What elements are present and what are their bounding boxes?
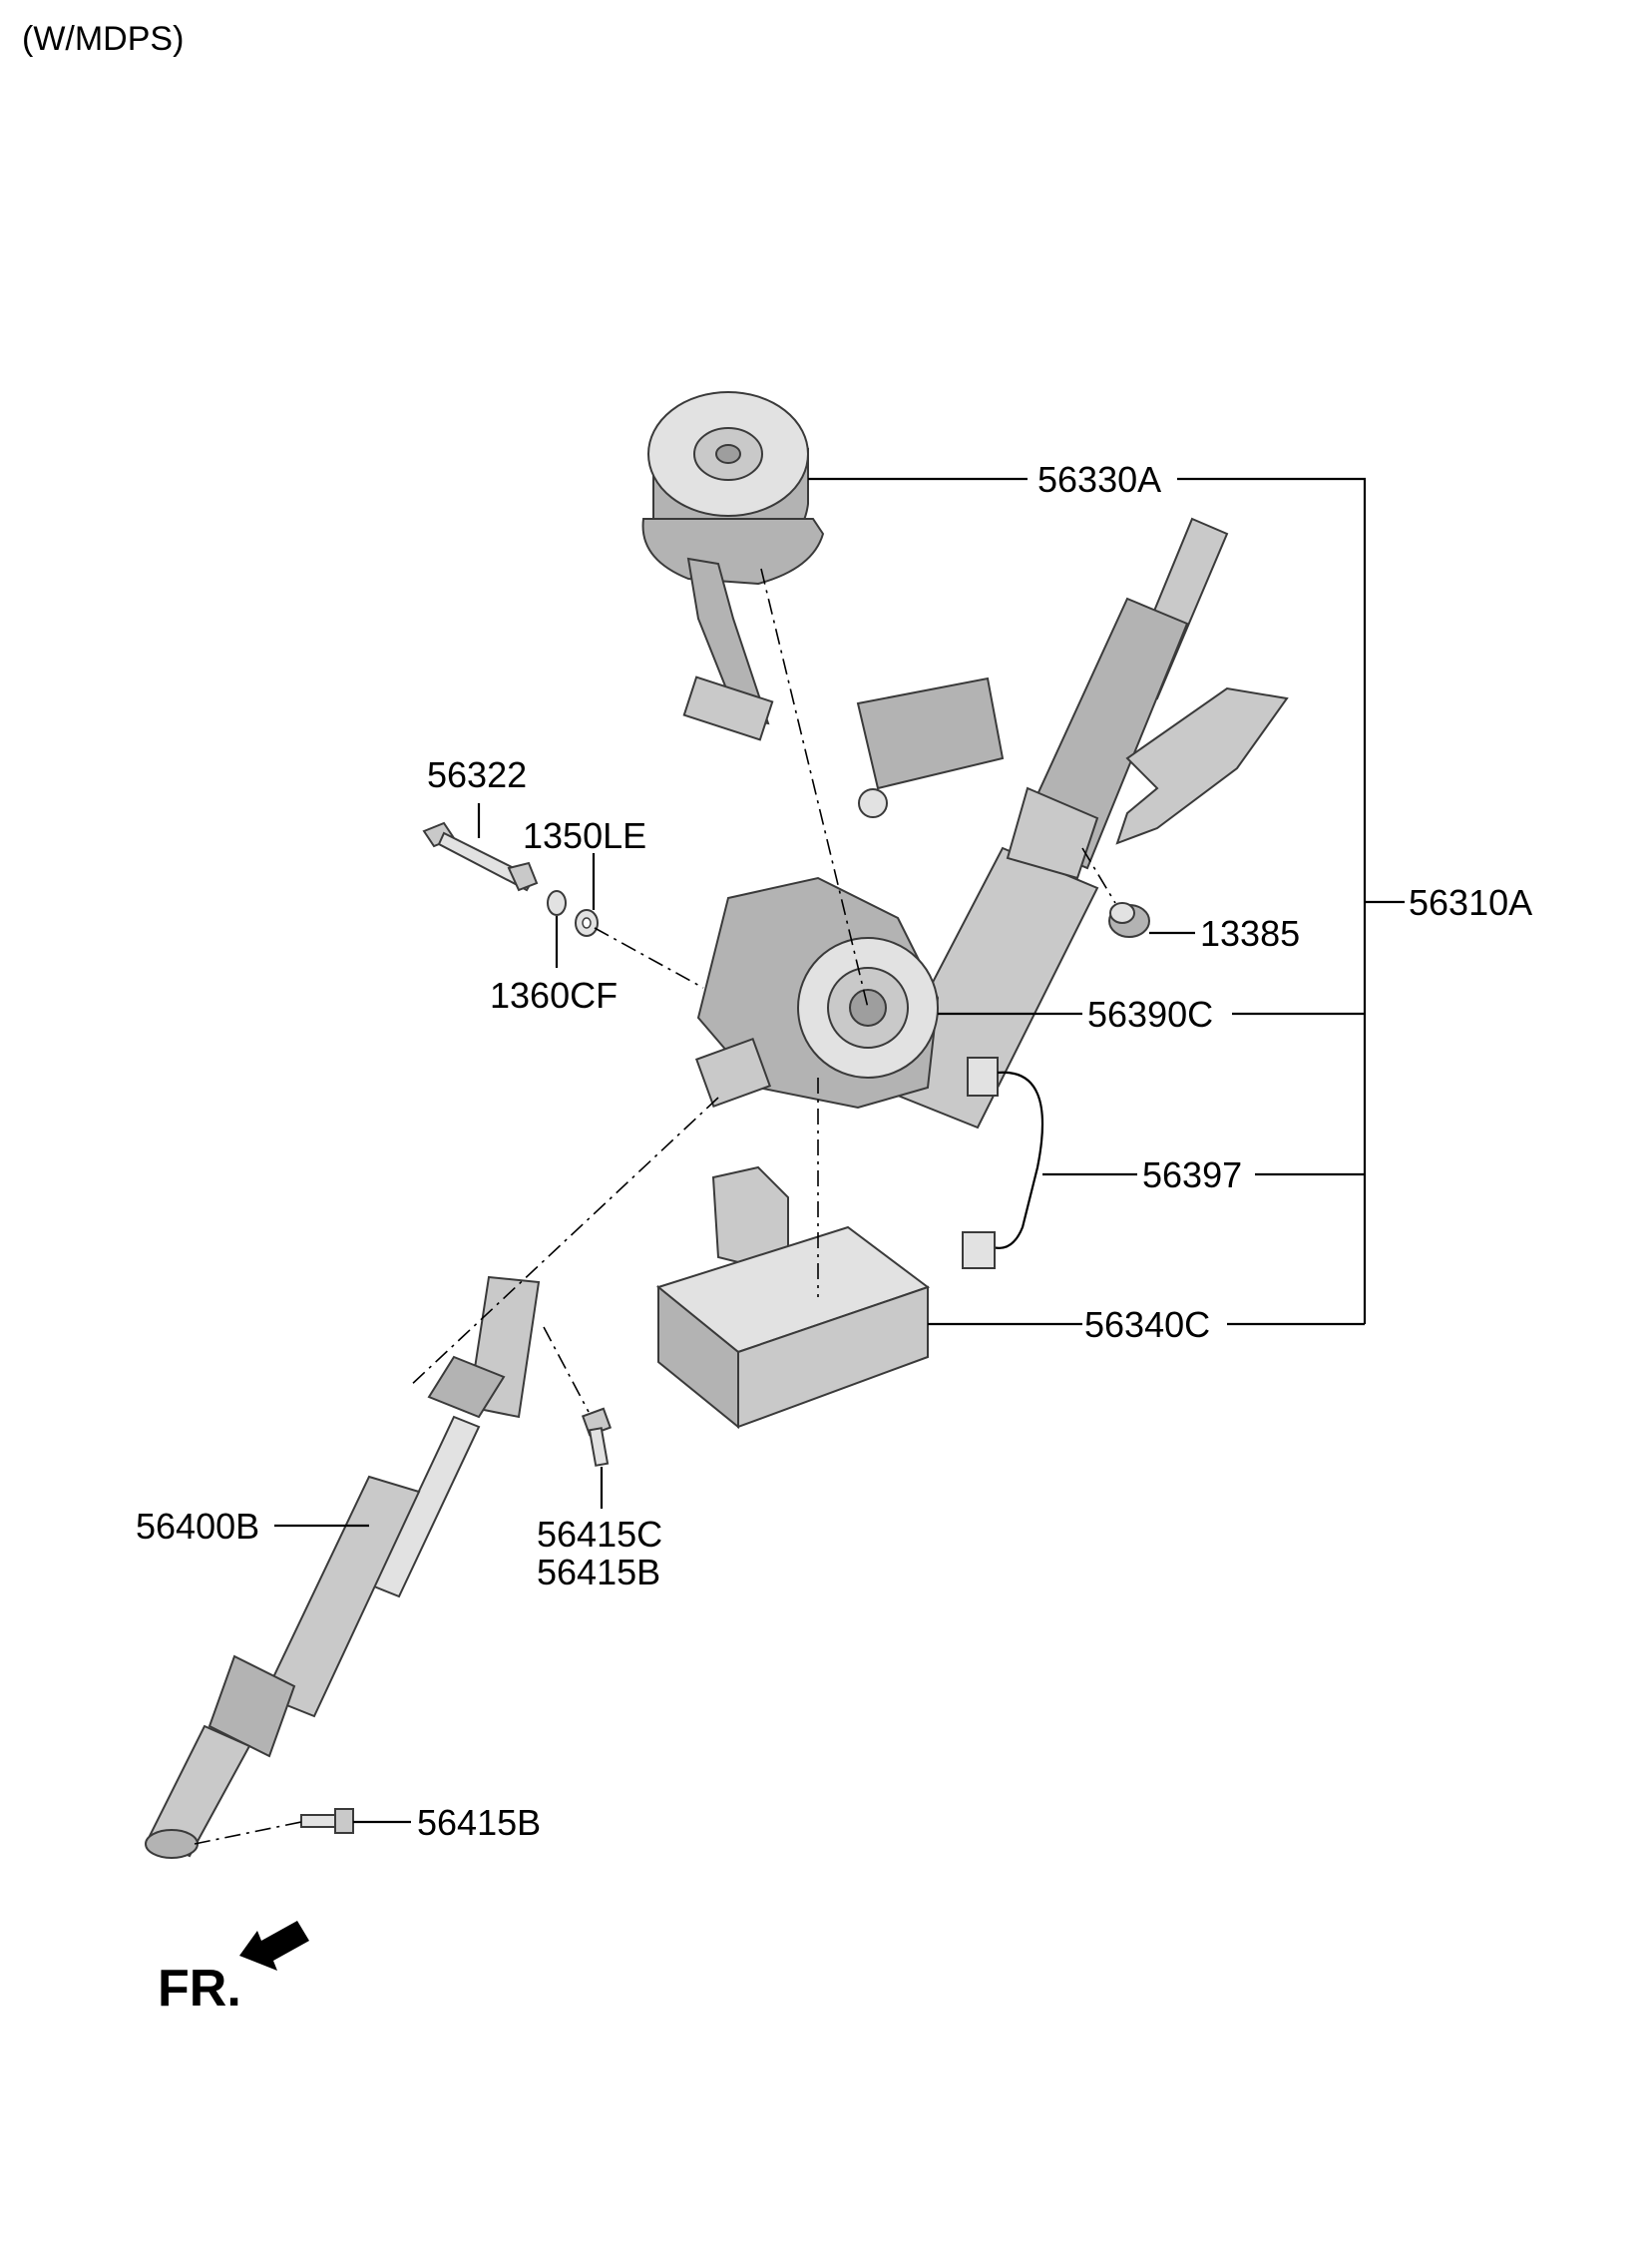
bolt-upper-illustration bbox=[581, 1407, 613, 1467]
label-56415B-upper: 56415B bbox=[537, 1552, 660, 1592]
wire-harness-illustration bbox=[962, 1057, 1044, 1269]
diagram-header: (W/MDPS) bbox=[22, 20, 184, 58]
label-1360CF: 1360CF bbox=[490, 975, 618, 1016]
label-13385: 13385 bbox=[1200, 913, 1300, 954]
front-direction-marker: FR. bbox=[158, 1921, 309, 2018]
front-arrow-icon bbox=[239, 1921, 309, 1971]
label-56400B: 56400B bbox=[136, 1506, 259, 1547]
assembly-lines bbox=[194, 568, 1116, 1845]
part-labels: 56330A 56310A 56322 1350LE 13385 1360CF … bbox=[136, 459, 1532, 1843]
label-56415B-lower: 56415B bbox=[417, 1802, 541, 1843]
label-56340C: 56340C bbox=[1084, 1304, 1210, 1345]
front-label: FR. bbox=[158, 1960, 241, 2018]
label-56415C: 56415C bbox=[537, 1514, 662, 1555]
housing-illustration bbox=[694, 876, 940, 1110]
label-1350LE: 1350LE bbox=[523, 815, 646, 856]
motor-illustration bbox=[641, 391, 825, 741]
nut-13385-illustration bbox=[1108, 902, 1150, 938]
label-56390C: 56390C bbox=[1087, 994, 1213, 1035]
washers-illustration bbox=[547, 890, 599, 937]
label-56397: 56397 bbox=[1142, 1154, 1242, 1195]
bolt-lower-illustration bbox=[300, 1808, 354, 1834]
control-unit-illustration bbox=[655, 1165, 931, 1430]
column-illustration bbox=[856, 517, 1289, 1129]
label-56330A: 56330A bbox=[1037, 459, 1161, 500]
label-56310A: 56310A bbox=[1409, 882, 1532, 923]
intermediate-shaft-illustration bbox=[145, 1275, 541, 1859]
leader-lines bbox=[274, 477, 1405, 1824]
label-56322: 56322 bbox=[427, 754, 527, 795]
bolt-56322-illustration bbox=[422, 821, 539, 892]
